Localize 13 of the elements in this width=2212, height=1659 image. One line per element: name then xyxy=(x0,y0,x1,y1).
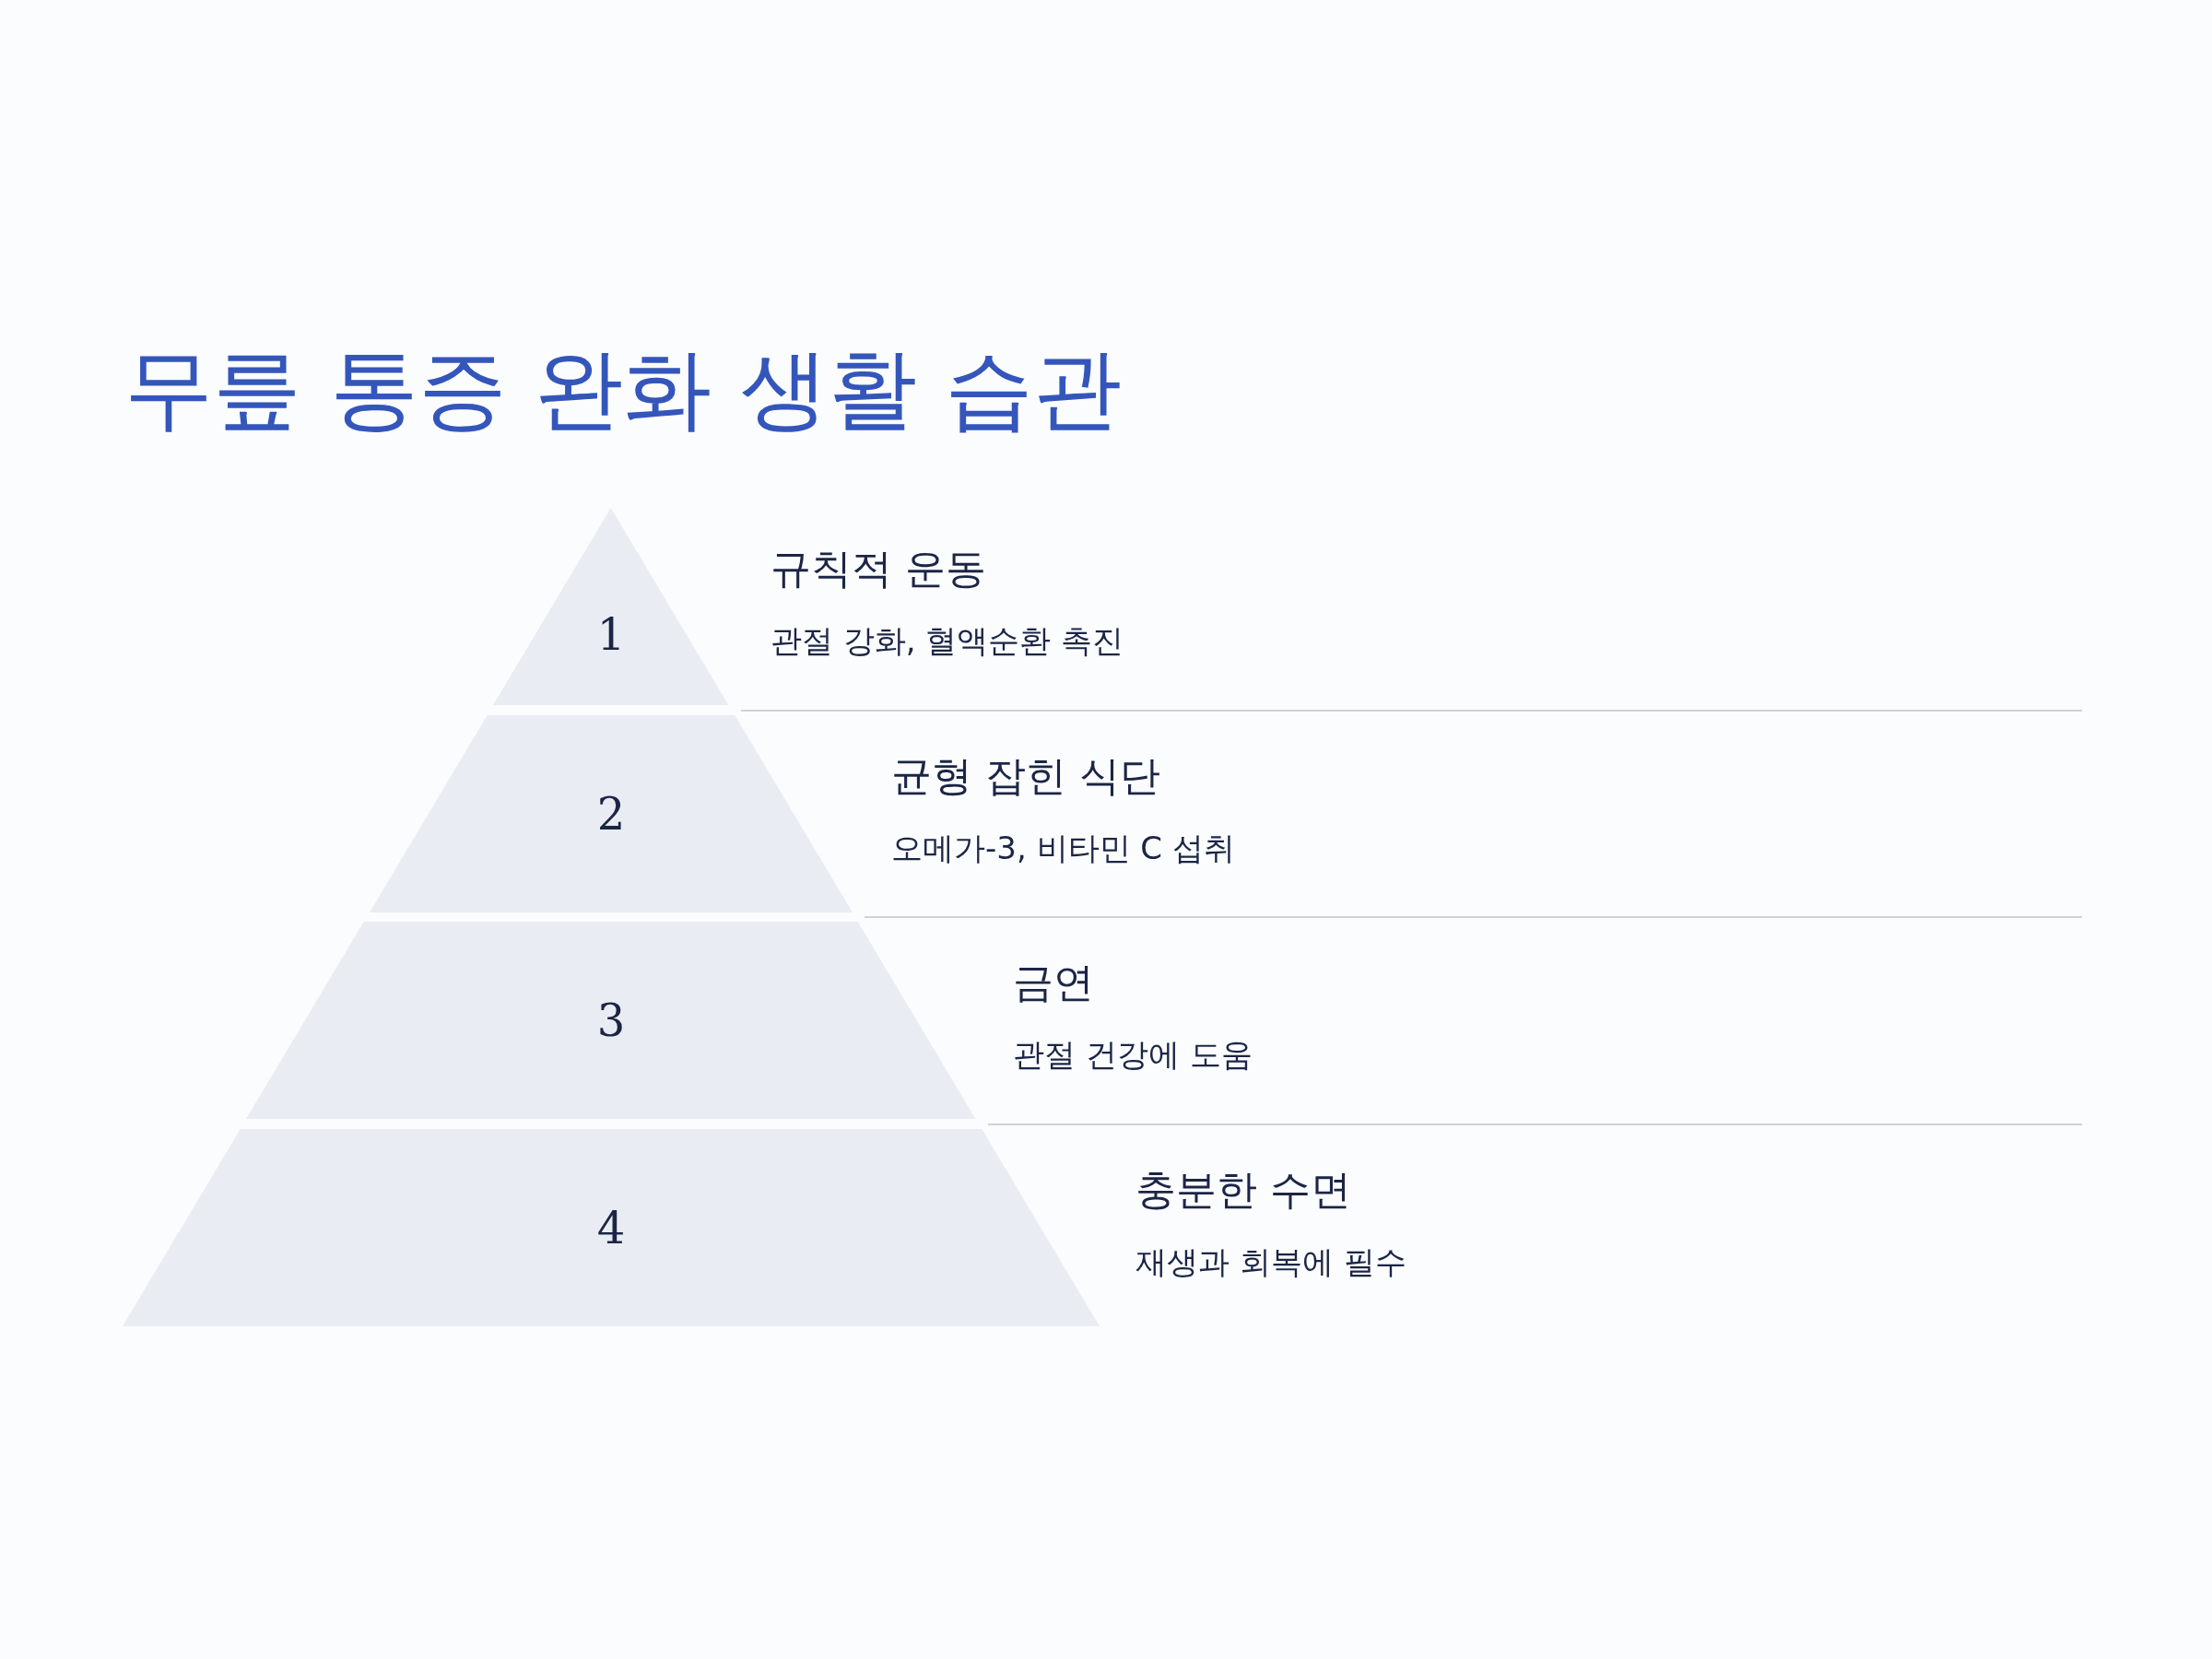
layer-heading: 균형 잡힌 식단 xyxy=(891,751,1160,801)
layer-heading: 규칙적 운동 xyxy=(771,544,986,594)
layer-number: 4 xyxy=(596,1202,626,1253)
layer-number: 1 xyxy=(596,607,626,660)
layer-description: 관절 강화, 혈액순환 촉진 xyxy=(771,621,1124,660)
title: 무릎 통증 완화 생활 습관 xyxy=(124,343,1123,435)
layer-number: 3 xyxy=(596,994,626,1046)
layer-description: 관절 건강에 도움 xyxy=(1013,1035,1253,1074)
layer-heading: 충분한 수면 xyxy=(1135,1165,1351,1215)
layer-heading: 금연 xyxy=(1013,958,1094,1007)
layer-description: 재생과 회복에 필수 xyxy=(1135,1242,1406,1281)
layer-number: 2 xyxy=(596,788,626,840)
layer-description: 오메가-3, 비타민 C 섭취 xyxy=(891,829,1235,867)
